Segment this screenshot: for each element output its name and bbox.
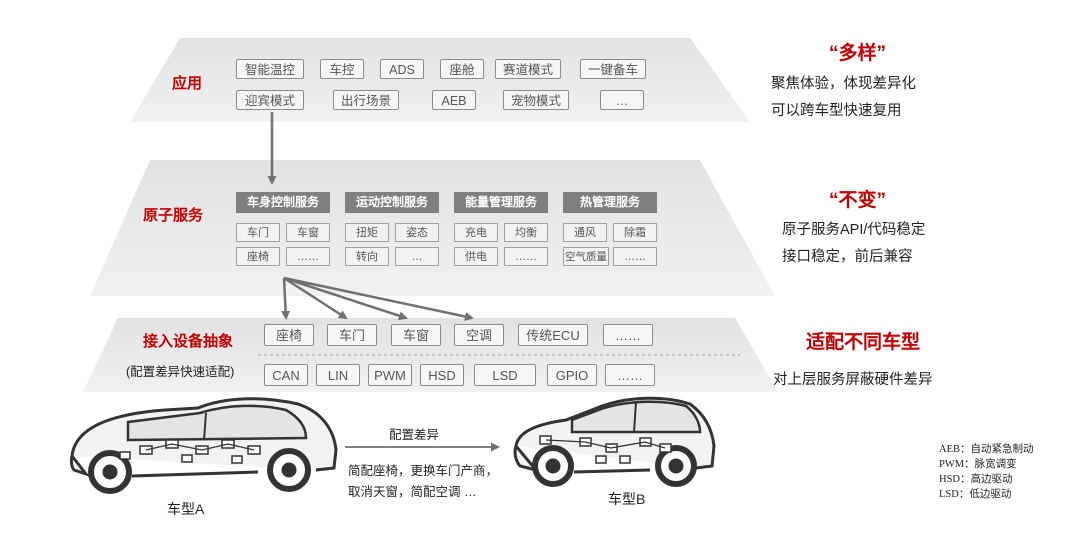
app-chip: 出行场景 [333, 90, 399, 110]
config-diff-line: 取消天窗，简配空调 … [348, 485, 477, 499]
atomic-to-device-arrows [281, 276, 474, 321]
service-item: 均衡 [504, 223, 548, 242]
service-item: …… [504, 247, 548, 266]
service-item: 供电 [454, 247, 498, 266]
diverse-heading: “多样” [829, 43, 887, 64]
device-chip: LSD [474, 364, 536, 386]
service-group-header: 热管理服务 [563, 192, 657, 213]
car-b-label: 车型B [608, 491, 646, 507]
abbrev-legend-item: LSD：低边驱动 [939, 489, 1012, 500]
diverse-line: 聚焦体验，体现差异化 [771, 76, 916, 92]
device-chip: 车窗 [391, 324, 441, 346]
service-item: 除霜 [613, 223, 657, 242]
service-item: 扭矩 [345, 223, 389, 242]
device-chip: 空调 [454, 324, 504, 346]
service-item: 充电 [454, 223, 498, 242]
service-item: 车门 [236, 223, 280, 242]
app-chip: 宠物模式 [503, 90, 569, 110]
service-item: 姿态 [395, 223, 439, 242]
service-item: 车窗 [286, 223, 330, 242]
app-chip: ADS [380, 59, 424, 79]
device-layer-subtitle: (配置差异快速适配) [126, 365, 235, 379]
device-chip: 车门 [327, 324, 377, 346]
device-chip: CAN [264, 364, 308, 386]
app-chip: 迎宾模式 [236, 90, 304, 110]
car-a-illustration [69, 397, 338, 494]
abbrev-legend-item: AEB：自动紧急制动 [939, 444, 1034, 455]
app-chip: AEB [432, 90, 476, 110]
service-item: 转向 [345, 247, 389, 266]
device-chip: PWM [368, 364, 412, 386]
service-group-header: 运动控制服务 [345, 192, 439, 213]
abbrev-legend-item: PWM：脉宽调变 [939, 459, 1017, 470]
service-item: … [395, 247, 439, 266]
config-diff-line: 简配座椅，更换车门产商， [348, 464, 499, 478]
service-group-header: 能量管理服务 [454, 192, 548, 213]
device-chip: LIN [316, 364, 360, 386]
device-chip: 座椅 [264, 324, 314, 346]
service-item: …… [613, 247, 657, 266]
abbrev-legend-item: HSD：高边驱动 [939, 474, 1013, 485]
diverse-line: 可以跨车型快速复用 [771, 103, 902, 119]
device-layer-title: 接入设备抽象 [143, 333, 234, 350]
app-layer-title: 应用 [172, 75, 203, 92]
atomic-layer-title: 原子服务 [143, 207, 204, 224]
app-chip: … [600, 90, 644, 110]
device-chip: HSD [420, 364, 464, 386]
app-chip: 智能温控 [236, 59, 304, 79]
app-chip: 赛道模式 [495, 59, 561, 79]
constant-heading: “不变” [829, 190, 887, 211]
adapt-line: 对上层服务屏蔽硬件差异 [773, 372, 933, 388]
device-chip: GPIO [547, 364, 597, 386]
service-group-header: 车身控制服务 [236, 192, 330, 213]
constant-line: 接口稳定，前后兼容 [782, 249, 913, 265]
config-diff-title: 配置差异 [389, 428, 440, 442]
car-b-illustration [513, 396, 716, 487]
adapt-heading: 适配不同车型 [806, 332, 921, 353]
service-item: 空气质量 [563, 247, 609, 266]
constant-line: 原子服务API/代码稳定 [782, 222, 926, 238]
service-item: 座椅 [236, 247, 280, 266]
device-chip: …… [603, 324, 653, 346]
app-chip: 一键备车 [580, 59, 646, 79]
app-chip: 车控 [320, 59, 364, 79]
service-item: …… [286, 247, 330, 266]
service-item: 通风 [563, 223, 607, 242]
device-chip: …… [605, 364, 655, 386]
device-chip: 传统ECU [518, 324, 588, 346]
app-chip: 座舱 [440, 59, 484, 79]
car-a-label: 车型A [167, 501, 205, 517]
